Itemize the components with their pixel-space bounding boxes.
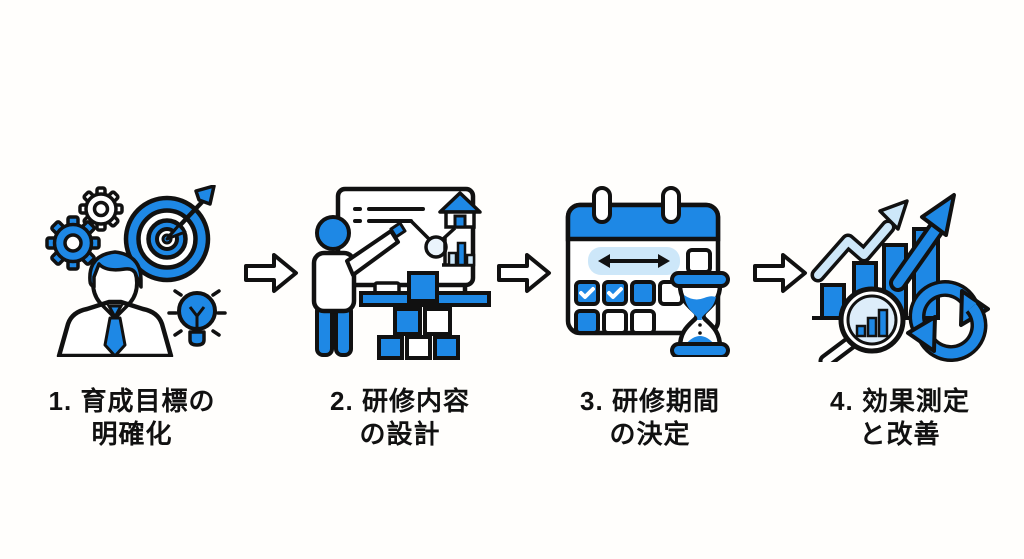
step-label: 3. 研修期間 の決定 [580, 385, 720, 451]
person-icon [56, 250, 174, 357]
step-label: 4. 効果測定 と改善 [830, 385, 970, 451]
step-label-line2: の設計 [359, 419, 441, 449]
gear-icon [78, 186, 124, 232]
calendar-icon [565, 186, 721, 336]
step-label-line1: 4. 効果測定 [830, 386, 970, 416]
building-blocks-icon [359, 271, 491, 360]
step-label-line1: 2. 研修内容 [330, 386, 470, 416]
chart-improvement-illustration [810, 193, 990, 362]
step-2: 2. 研修内容 の設計 [300, 185, 500, 449]
step-label: 1. 育成目標の 明確化 [49, 385, 216, 451]
refresh-cycle-icon [906, 280, 990, 362]
whiteboard-icon [335, 186, 482, 301]
mini-bar-chart-icon [442, 237, 476, 267]
step-label-line2: と改善 [859, 419, 941, 449]
right-arrow-icon [497, 253, 551, 293]
calendar-hourglass-illustration [565, 186, 730, 357]
step-label-line2: 明確化 [91, 419, 173, 449]
step-1: 1. 育成目標の 明確化 [32, 185, 232, 449]
hourglass-icon [670, 271, 730, 357]
step-label-line1: 3. 研修期間 [580, 386, 720, 416]
house-icon [438, 191, 482, 229]
target-icon [123, 185, 216, 283]
step-3: 3. 研修期間 の決定 [550, 185, 750, 449]
presenter-icon [311, 215, 407, 357]
step-label: 2. 研修内容 の設計 [330, 385, 470, 451]
goal-target-illustration [45, 185, 227, 357]
right-arrow-icon [753, 253, 807, 293]
trend-up-light-arrow-icon [810, 199, 909, 283]
step-label-line1: 1. 育成目標の [48, 386, 216, 416]
step-4: 4. 効果測定 と改善 [800, 185, 1000, 449]
lightbulb-icon [167, 289, 227, 347]
magnifier-icon [818, 286, 906, 362]
right-arrow-icon [244, 253, 298, 293]
trend-up-arrow-icon [889, 193, 956, 292]
gear-icon [45, 215, 101, 271]
step-label-line2: の決定 [609, 419, 691, 449]
double-arrow-icon [598, 254, 670, 268]
training-content-illustration [311, 186, 491, 360]
